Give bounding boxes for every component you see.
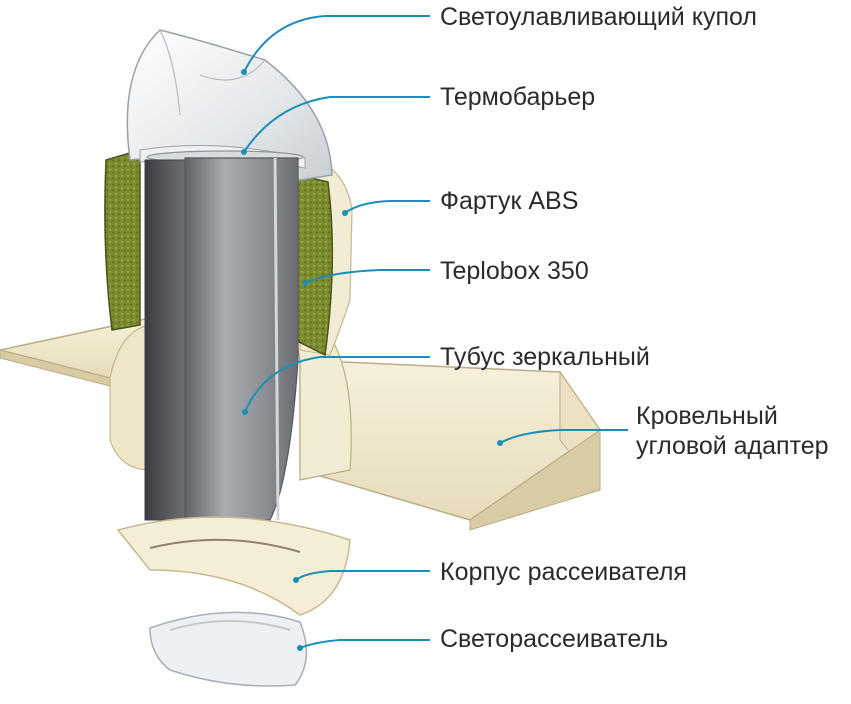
- mirror-tube-shape: [144, 157, 299, 521]
- leader-dot-diffuser-housing: [293, 577, 299, 583]
- label-abs-apron: Фартук ABS: [440, 187, 579, 215]
- leader-line-light-diffuser: [299, 639, 430, 649]
- leader-dot-mirror-tube: [242, 409, 248, 415]
- leader-line-light-dome: [243, 15, 430, 73]
- leader-line-teplobox: [304, 269, 430, 284]
- light-diffuser-shape: [149, 611, 308, 687]
- leader-lines: [241, 15, 628, 651]
- leader-line-roof-adapter: [499, 429, 628, 444]
- leader-dot-teplobox: [302, 280, 308, 286]
- label-thermal-barrier: Термобарьер: [440, 83, 596, 111]
- leader-dot-light-dome: [241, 69, 247, 75]
- leader-dot-light-diffuser: [297, 645, 303, 651]
- leader-dot-abs-apron: [342, 210, 348, 216]
- label-roof-adapter: Кровельный угловой адаптер: [636, 401, 829, 461]
- diffuser-housing-shape: [116, 516, 351, 616]
- label-light-diffuser: Светорассеиватель: [440, 625, 669, 653]
- leader-dot-roof-adapter: [497, 440, 503, 446]
- label-roof-adapter-line-2: угловой адаптер: [636, 432, 829, 460]
- label-mirror-tube: Тубус зеркальный: [440, 343, 650, 371]
- label-teplobox: Teplobox 350: [440, 257, 589, 285]
- leader-line-thermal-barrier: [243, 96, 430, 153]
- label-light-dome: Светоулавливающий купол: [440, 3, 757, 31]
- leader-line-abs-apron: [344, 200, 430, 214]
- label-diffuser-housing: Корпус рассеивателя: [440, 558, 687, 586]
- leader-dot-thermal-barrier: [241, 149, 247, 155]
- label-roof-adapter-line-1: Кровельный: [636, 402, 778, 430]
- leader-line-mirror-tube: [244, 356, 430, 413]
